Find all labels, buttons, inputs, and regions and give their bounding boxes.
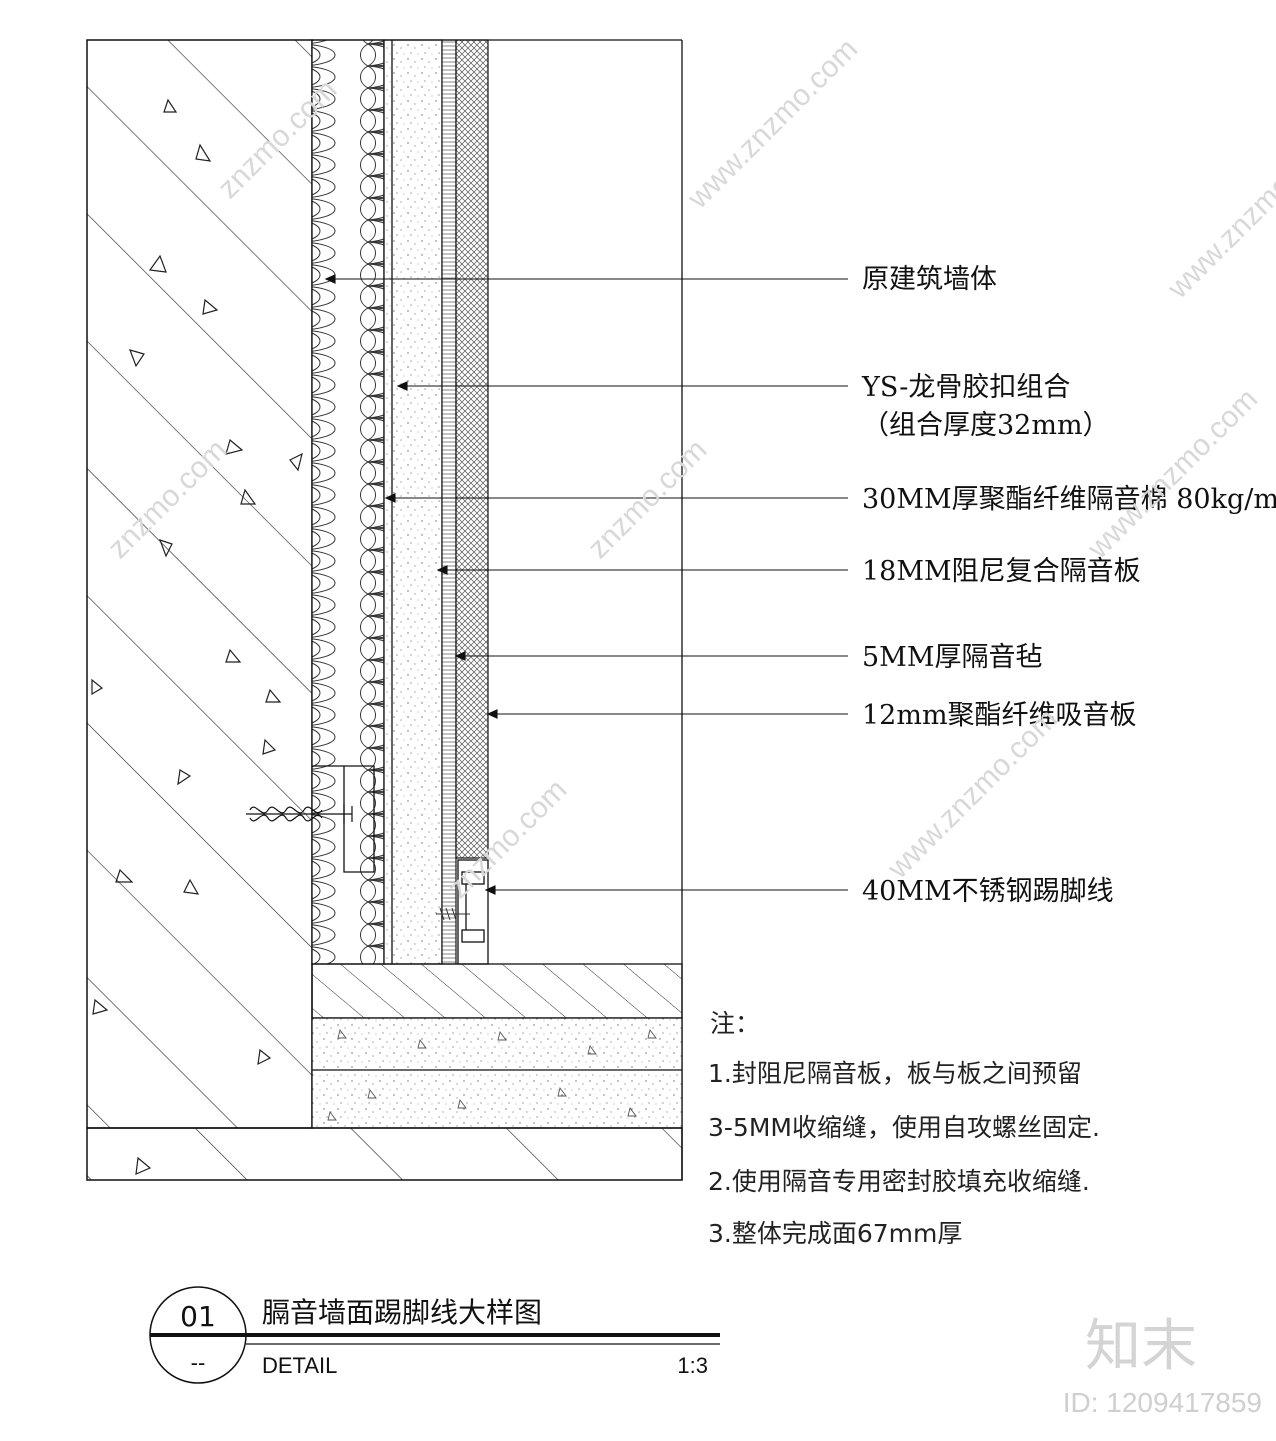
note-line: 1.封阻尼隔音板，板与板之间预留	[708, 1059, 1082, 1088]
title-block: 01 -- 膈音墙面踢脚线大样图 DETAIL 1:3	[149, 1286, 720, 1384]
callout-wall: 原建筑墙体	[862, 264, 997, 295]
original-wall	[86, 39, 313, 1129]
callout-felt: 5MM厚隔音毡	[862, 642, 1042, 673]
notes-block: 注： 1.封阻尼隔音板，板与板之间预留 3-5MM收缩缝，使用自攻螺丝固定. 2…	[708, 1009, 1100, 1248]
arrow-head	[384, 493, 396, 503]
title-number: 01	[180, 1300, 216, 1333]
note-line: 2.使用隔音专用密封胶填充收缩缝.	[708, 1167, 1090, 1196]
watermark-site: www.znzmo.com	[1161, 122, 1276, 305]
watermark-brand: 知末	[1085, 1314, 1197, 1379]
detail-label: DETAIL	[262, 1353, 337, 1378]
arrow-head	[484, 885, 496, 895]
damping-board-layer	[383, 39, 443, 965]
arrow-head	[324, 274, 336, 284]
insulation-cotton-layer	[311, 39, 385, 965]
scale-label: 1:3	[677, 1353, 708, 1378]
callout-absorb: 12mm聚酯纤维吸音板	[862, 700, 1137, 731]
arrow-head	[436, 565, 448, 575]
watermark-site: www.znzmo.com	[681, 32, 864, 215]
title-sub: --	[191, 1350, 206, 1375]
skirting-screw-icon	[436, 907, 470, 921]
expansion-bolt-icon	[246, 804, 353, 824]
callout-damping: 18MM阻尼复合隔音板	[862, 556, 1141, 587]
floor-finish-layer	[311, 963, 683, 1019]
arrow-head	[396, 381, 408, 391]
watermark-id: ID: 1209417859	[1063, 1387, 1262, 1418]
watermark-site: znzmo.com	[582, 433, 714, 565]
drawing-title: 膈音墙面踢脚线大样图	[262, 1296, 542, 1329]
base-structure-layer	[86, 1127, 683, 1181]
note-line: 3.整体完成面67mm厚	[708, 1219, 962, 1248]
anchor-bracket	[312, 765, 375, 873]
screed-layer	[311, 1017, 683, 1129]
callout-skirting: 40MM不锈钢踢脚线	[862, 876, 1114, 907]
arrow-head	[454, 651, 466, 661]
notes-heading: 注：	[710, 1009, 760, 1038]
leader-lines	[324, 274, 848, 895]
arrow-head	[486, 709, 498, 719]
callout-keel-line2: （组合厚度32mm）	[862, 410, 1110, 441]
note-line: 3-5MM收缩缝，使用自攻螺丝固定.	[708, 1113, 1100, 1142]
sound-felt-layer	[441, 39, 457, 965]
callout-keel-line1: YS-龙骨胶扣组合	[861, 372, 1070, 403]
absorption-panel-layer	[455, 39, 489, 859]
callout-cotton: 30MM厚聚酯纤维隔音棉 80kg/m³	[862, 484, 1276, 515]
